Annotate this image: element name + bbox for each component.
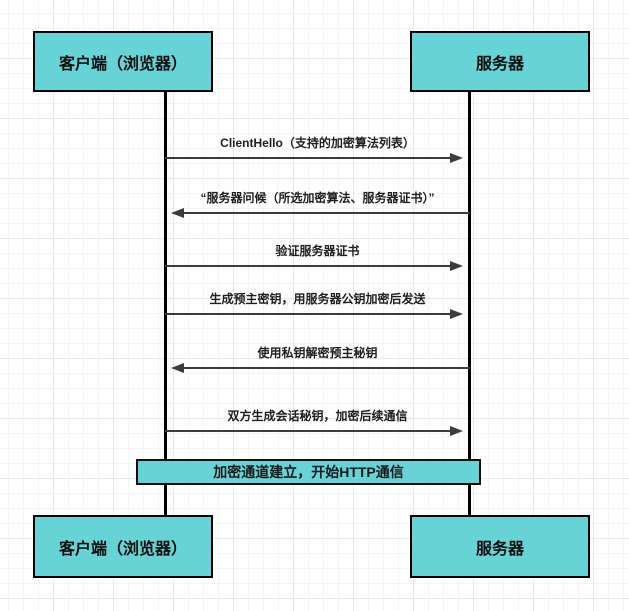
arrowhead-right-icon xyxy=(450,153,463,163)
message-1-label: ClientHello（支持的加密算法列表） xyxy=(220,136,415,150)
message-5-label: 使用私钥解密预主秘钥 xyxy=(257,346,378,360)
arrowhead-right-icon xyxy=(450,309,463,319)
arrowhead-right-icon xyxy=(450,261,463,271)
message-2-label: “服务器问候（所选加密算法、服务器证书）” xyxy=(200,191,435,205)
message-3-label: 验证服务器证书 xyxy=(275,244,360,258)
actor-server-bottom-label: 服务器 xyxy=(475,540,524,558)
actor-client-top-label: 客户端（浏览器） xyxy=(58,55,187,73)
actor-client-bottom-label: 客户端（浏览器） xyxy=(58,540,187,558)
message-5-arrow-line xyxy=(184,367,470,369)
message-3-arrow-line xyxy=(165,265,451,267)
message-4-label: 生成预主密钥，用服务器公钥加密后发送 xyxy=(209,292,426,306)
actor-server-bottom[interactable]: 服务器 xyxy=(410,515,590,578)
lifeline-server[interactable] xyxy=(468,92,471,516)
message-6-arrow-line xyxy=(165,430,451,432)
note-label: 加密通道建立，开始HTTP通信 xyxy=(213,464,404,480)
message-1-arrow-line xyxy=(165,157,451,159)
arrowhead-left-icon xyxy=(171,208,184,218)
message-2-arrow-line xyxy=(184,212,470,214)
actor-client-top[interactable]: 客户端（浏览器） xyxy=(33,31,213,92)
arrowhead-left-icon xyxy=(171,363,184,373)
arrowhead-right-icon xyxy=(450,426,463,436)
actor-client-bottom[interactable]: 客户端（浏览器） xyxy=(33,515,213,578)
actor-server-top-label: 服务器 xyxy=(475,55,524,73)
actor-server-top[interactable]: 服务器 xyxy=(410,31,590,92)
message-6-label: 双方生成会话秘钥，加密后续通信 xyxy=(227,409,408,423)
note-encrypted-channel[interactable]: 加密通道建立，开始HTTP通信 xyxy=(136,459,481,485)
lifeline-client[interactable] xyxy=(164,92,167,516)
message-4-arrow-line xyxy=(165,313,451,315)
